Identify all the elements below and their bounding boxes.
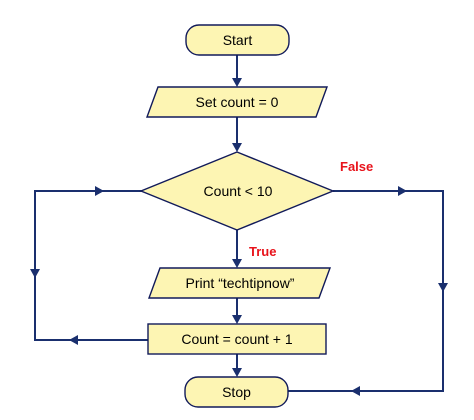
increment-label: Count = count + 1 xyxy=(181,331,293,347)
init-label: Set count = 0 xyxy=(196,94,279,110)
arrowhead-loop-right xyxy=(95,186,104,196)
arrowhead-loop-left xyxy=(69,335,78,345)
stop-terminal xyxy=(184,376,289,408)
stop-label: Stop xyxy=(222,384,251,400)
connectors xyxy=(30,55,448,396)
arrowhead-false-right xyxy=(398,186,407,196)
print-parallelogram xyxy=(147,267,332,299)
arrowhead-print-to-increment xyxy=(232,315,242,324)
decision-diamond xyxy=(139,151,335,231)
init-parallelogram xyxy=(145,86,329,118)
start-terminal xyxy=(185,24,290,56)
print-label: Print “techtipnow” xyxy=(186,275,295,291)
arrowhead-false-down xyxy=(438,283,448,292)
arrowhead-false-left xyxy=(351,386,360,396)
increment-process xyxy=(147,323,327,355)
arrowhead-init-to-decision xyxy=(232,143,242,152)
start-label: Start xyxy=(223,32,253,48)
false-branch-label: False xyxy=(340,159,373,174)
arrowhead-increment-to-stop xyxy=(232,368,242,377)
arrow-loop-back xyxy=(34,190,148,341)
arrowhead-start-to-init xyxy=(232,78,242,87)
arrowhead-loop-down xyxy=(30,269,40,278)
arrowhead-decision-to-print xyxy=(232,259,242,268)
true-branch-label: True xyxy=(249,244,276,259)
decision-label: Count < 10 xyxy=(204,183,273,199)
